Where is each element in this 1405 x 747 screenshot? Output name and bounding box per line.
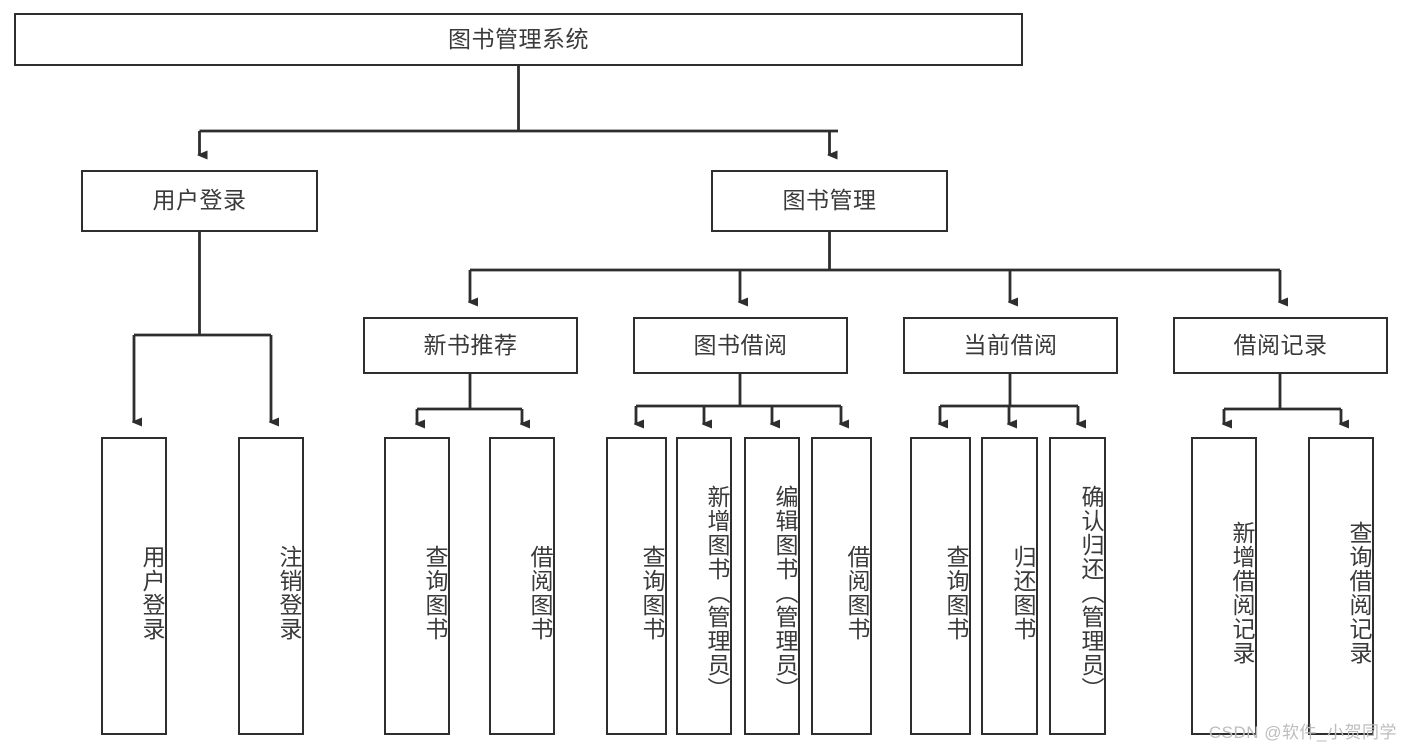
node-leaf-edit-book-label: 编辑图书（管理员） <box>772 485 798 701</box>
node-book-manage-label: 图书管理 <box>782 187 877 214</box>
node-leaf-confirm-return-label: 确认归还（管理员） <box>1078 485 1104 701</box>
node-leaf-user-login[interactable]: 用户登录 <box>101 437 167 735</box>
node-user-login[interactable]: 用户登录 <box>81 170 318 232</box>
node-new-book-rec-label: 新书推荐 <box>423 331 518 358</box>
node-leaf-logout-label: 注销登录 <box>276 545 302 641</box>
node-book-borrow-label: 图书借阅 <box>693 331 788 358</box>
node-leaf-query-book-2[interactable]: 查询图书 <box>606 437 667 735</box>
node-leaf-add-book-label: 新增图书（管理员） <box>704 485 730 701</box>
node-leaf-query-book-2-label: 查询图书 <box>639 545 665 641</box>
node-current-borrow[interactable]: 当前借阅 <box>903 317 1118 374</box>
node-user-login-label: 用户登录 <box>152 187 247 214</box>
node-book-borrow[interactable]: 图书借阅 <box>633 317 848 374</box>
node-leaf-query-book-3-label: 查询图书 <box>943 545 969 641</box>
node-leaf-user-login-label: 用户登录 <box>139 545 165 641</box>
node-leaf-borrow-book-1-label: 借阅图书 <box>527 545 553 641</box>
node-leaf-borrow-book-2[interactable]: 借阅图书 <box>811 437 872 735</box>
node-new-book-rec[interactable]: 新书推荐 <box>363 317 578 374</box>
node-leaf-add-record[interactable]: 新增借阅记录 <box>1191 437 1257 735</box>
node-leaf-query-record-label: 查询借阅记录 <box>1346 521 1372 665</box>
node-root-label: 图书管理系统 <box>448 25 589 52</box>
node-leaf-query-record[interactable]: 查询借阅记录 <box>1308 437 1374 735</box>
node-leaf-confirm-return[interactable]: 确认归还（管理员） <box>1049 437 1106 735</box>
node-current-borrow-label: 当前借阅 <box>963 331 1058 358</box>
node-leaf-borrow-book-1[interactable]: 借阅图书 <box>489 437 555 735</box>
watermark: CSDN @软件_小贺同学 <box>1208 723 1397 742</box>
node-borrow-record[interactable]: 借阅记录 <box>1173 317 1388 374</box>
node-leaf-add-record-label: 新增借阅记录 <box>1229 521 1255 665</box>
node-leaf-query-book-1-label: 查询图书 <box>422 545 448 641</box>
node-book-manage[interactable]: 图书管理 <box>711 170 948 232</box>
node-root[interactable]: 图书管理系统 <box>14 13 1023 66</box>
node-leaf-borrow-book-2-label: 借阅图书 <box>844 545 870 641</box>
node-leaf-return-book-label: 归还图书 <box>1010 545 1036 641</box>
node-leaf-logout[interactable]: 注销登录 <box>238 437 304 735</box>
node-leaf-edit-book[interactable]: 编辑图书（管理员） <box>744 437 800 735</box>
node-leaf-query-book-1[interactable]: 查询图书 <box>384 437 450 735</box>
node-borrow-record-label: 借阅记录 <box>1233 331 1328 358</box>
node-leaf-query-book-3[interactable]: 查询图书 <box>910 437 971 735</box>
node-leaf-return-book[interactable]: 归还图书 <box>981 437 1038 735</box>
node-leaf-add-book[interactable]: 新增图书（管理员） <box>676 437 732 735</box>
